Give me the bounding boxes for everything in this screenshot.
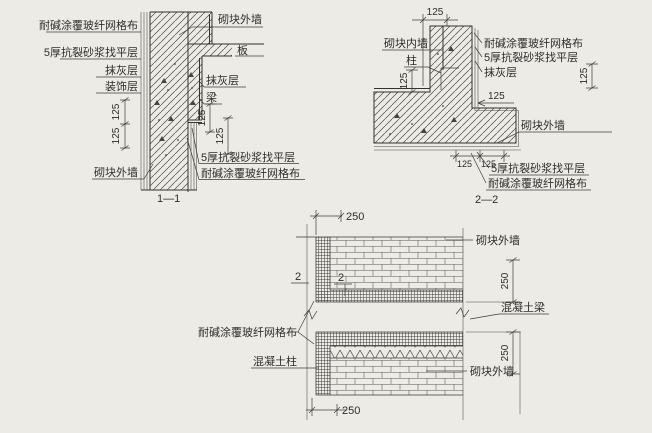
bottom-label-leaders-22 bbox=[470, 151, 591, 191]
dim-125-left-upper: 125 bbox=[111, 103, 122, 120]
dim-iso-125: 125 bbox=[579, 61, 598, 91]
section-1-1-title: 1—1 bbox=[157, 193, 180, 205]
label-plaster-right: 抹灰层 bbox=[206, 73, 239, 87]
lower-wall-brick bbox=[330, 358, 463, 395]
concrete-symbols bbox=[154, 63, 196, 156]
label-column: 柱 bbox=[406, 53, 417, 67]
corner-finish-lines bbox=[374, 28, 521, 151]
dim-125-top: 125 bbox=[427, 7, 444, 18]
right-boundary-lines bbox=[462, 228, 521, 420]
dim-250-right-lower: 250 bbox=[500, 344, 511, 361]
dim-125-right-outer: 125 bbox=[215, 127, 226, 144]
corner-cut-hatch bbox=[373, 25, 517, 144]
plan-detail: 2 2 250 250 250 bbox=[198, 210, 549, 420]
label-concrete-column: 混凝土柱 bbox=[253, 354, 297, 368]
concrete-beam-leader bbox=[469, 313, 549, 320]
dim-column-125: 125 bbox=[399, 67, 418, 95]
upper-wall-bottom-mesh bbox=[316, 290, 463, 302]
label-wall-top: 砌块外墙 bbox=[218, 12, 262, 26]
slab-hatch bbox=[188, 44, 232, 56]
label-mesh-cloth-left: 耐碱涂覆玻纤网格布 bbox=[39, 18, 138, 32]
label-mesh-bottom-22: 耐碱涂覆玻纤网格布 bbox=[488, 176, 587, 190]
right-label-leaders bbox=[473, 32, 483, 73]
dim-125-column: 125 bbox=[399, 72, 410, 89]
section-2-2-title: 2—2 bbox=[475, 194, 498, 206]
dim-250-bottom: 250 bbox=[342, 405, 360, 417]
wall-top-leader bbox=[178, 26, 263, 36]
dim-250-right-upper: 250 bbox=[500, 272, 511, 289]
wall-bottom-leader bbox=[92, 163, 154, 180]
outer-wall-leader-22 bbox=[496, 131, 612, 144]
beam-break-marks bbox=[303, 307, 470, 320]
label-inner-wall: 砌块内墙 bbox=[384, 36, 428, 50]
dim-250-top: 250 bbox=[346, 211, 364, 223]
upper-wall-hatch bbox=[188, 12, 212, 44]
label-decorative-left: 装饰层 bbox=[105, 79, 138, 93]
label-leveling-left: 5厚抗裂砂浆找平层 bbox=[44, 45, 138, 59]
left-label-leaders bbox=[46, 31, 141, 94]
label-wall-bottom: 砌块外墙 bbox=[94, 165, 138, 179]
label-plaster-left: 抹灰层 bbox=[105, 63, 138, 77]
upper-wall-edges bbox=[296, 236, 463, 303]
dim-top-250: 250 bbox=[310, 210, 364, 235]
upper-wall-left-mesh bbox=[316, 237, 330, 302]
dim-mid-125: 125 bbox=[477, 91, 514, 107]
dim-125-bottom-b: 125 bbox=[481, 159, 496, 169]
lower-wall-edges bbox=[315, 331, 463, 396]
dim-125-iso: 125 bbox=[579, 67, 590, 84]
dim-right-upper-250: 250 bbox=[466, 257, 521, 305]
column-outline bbox=[440, 67, 459, 90]
label-outer-wall-lower: 砌块外墙 bbox=[470, 364, 514, 378]
cut-mark-2-left: 2 bbox=[295, 271, 301, 283]
dim-left-125: 125 125 bbox=[111, 97, 130, 151]
dim-125-right-inner: 125 bbox=[197, 109, 208, 126]
label-outer-wall-upper: 砌块外墙 bbox=[476, 233, 520, 247]
label-beam: 梁 bbox=[206, 90, 217, 104]
dim-right-125: 125 125 bbox=[197, 101, 233, 157]
beam-label-leaders bbox=[199, 81, 246, 105]
label-leveling-top-right: 5厚抗裂砂浆找平层 bbox=[484, 50, 578, 64]
dim-right-lower-250: 250 bbox=[466, 329, 521, 377]
dim-top-125: 125 bbox=[412, 7, 458, 86]
label-mesh-bottom: 耐碱涂覆玻纤网格布 bbox=[201, 166, 300, 180]
concrete-symbols-2 bbox=[389, 46, 457, 135]
column-leader bbox=[404, 66, 442, 74]
wall-cut-hatch bbox=[150, 12, 188, 190]
bottom-right-leaders bbox=[186, 127, 305, 180]
section-1-1: 耐碱涂覆玻纤网格布 5厚抗裂砂浆找平层 抹灰层 装饰层 砌块外墙 板 抹灰层 梁… bbox=[39, 11, 305, 205]
section-edges bbox=[141, 11, 264, 192]
upper-wall-brick bbox=[330, 237, 463, 290]
label-outer-wall-22: 砌块外墙 bbox=[521, 118, 565, 132]
label-slab: 板 bbox=[237, 43, 248, 57]
mesh-plan-fork-leader bbox=[288, 300, 315, 345]
label-leveling-bottom: 5厚抗裂砂浆找平层 bbox=[201, 150, 295, 164]
dim-bottom-250: 250 bbox=[306, 398, 360, 417]
label-concrete-beam: 混凝土梁 bbox=[501, 300, 545, 314]
lower-wall-anchor-row bbox=[330, 346, 463, 358]
dim-125-mid: 125 bbox=[488, 91, 505, 102]
lower-wall-top-mesh bbox=[316, 332, 463, 346]
label-mesh-plan: 耐碱涂覆玻纤网格布 bbox=[198, 325, 297, 339]
section-2-2: 125 砌块内墙 柱 125 耐碱涂覆玻纤网格布 5厚抗裂砂浆找平层 抹灰层 1… bbox=[373, 7, 612, 206]
lower-wall-left-mesh bbox=[316, 346, 330, 395]
dim-125-bottom-a: 125 bbox=[457, 159, 472, 169]
exterior-finish-lines bbox=[140, 12, 197, 190]
dim-125-left-lower: 125 bbox=[111, 127, 122, 144]
corner-extra-edges bbox=[374, 26, 444, 89]
label-mesh-top-right: 耐碱涂覆玻纤网格布 bbox=[484, 36, 583, 50]
label-leveling-bottom-22: 5厚抗裂砂浆找平层 bbox=[491, 161, 585, 175]
label-plaster-right2: 抹灰层 bbox=[484, 65, 517, 79]
